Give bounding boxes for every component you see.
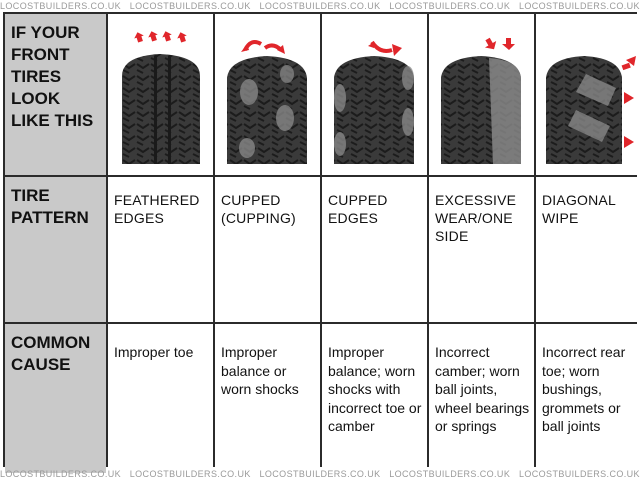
row-header-pattern: TIRE PATTERN <box>5 177 106 322</box>
tire-image-feathered <box>108 14 213 175</box>
feathered-edges-tire-icon <box>122 31 200 164</box>
tire-image-diagonal <box>536 14 640 175</box>
pattern-one-side: EXCESSIVE WEAR/ONE SIDE <box>429 177 534 322</box>
diagonal-wipe-tire-icon <box>546 56 636 164</box>
watermark-top: LOCOSTBUILDERS.CO.UK LOCOSTBUILDERS.CO.U… <box>0 1 640 11</box>
tire-image-cupping <box>215 14 320 175</box>
cause-feathered: Improper toe <box>108 324 213 473</box>
watermark-bottom: LOCOSTBUILDERS.CO.UK LOCOSTBUILDERS.CO.U… <box>0 469 640 479</box>
one-side-wear-tire-icon <box>441 37 521 164</box>
row-header-cause: COMMON CAUSE <box>5 324 106 473</box>
pattern-cupped-edges: CUPPED EDGES <box>322 177 427 322</box>
pattern-diagonal: DIAGONAL WIPE <box>536 177 640 322</box>
cupping-tire-icon <box>227 40 307 164</box>
cause-one-side: Incorrect camber; worn ball joints, whee… <box>429 324 534 473</box>
cupped-edges-tire-icon <box>334 40 414 164</box>
pattern-cupping: CUPPED (CUPPING) <box>215 177 320 322</box>
tire-wear-table: IF YOUR FRONT TIRES LOOK LIKE THIS <box>3 12 640 473</box>
row-header-look: IF YOUR FRONT TIRES LOOK LIKE THIS <box>5 14 106 175</box>
cause-cupping: Improper balance or worn shocks <box>215 324 320 473</box>
cause-cupped-edges: Improper balance; worn shocks with incor… <box>322 324 427 473</box>
pattern-feathered: FEATHERED EDGES <box>108 177 213 322</box>
cause-diagonal: Incorrect rear toe; worn bushings, gromm… <box>536 324 640 473</box>
tire-image-cupped-edges <box>322 14 427 175</box>
tire-image-one-side <box>429 14 534 175</box>
